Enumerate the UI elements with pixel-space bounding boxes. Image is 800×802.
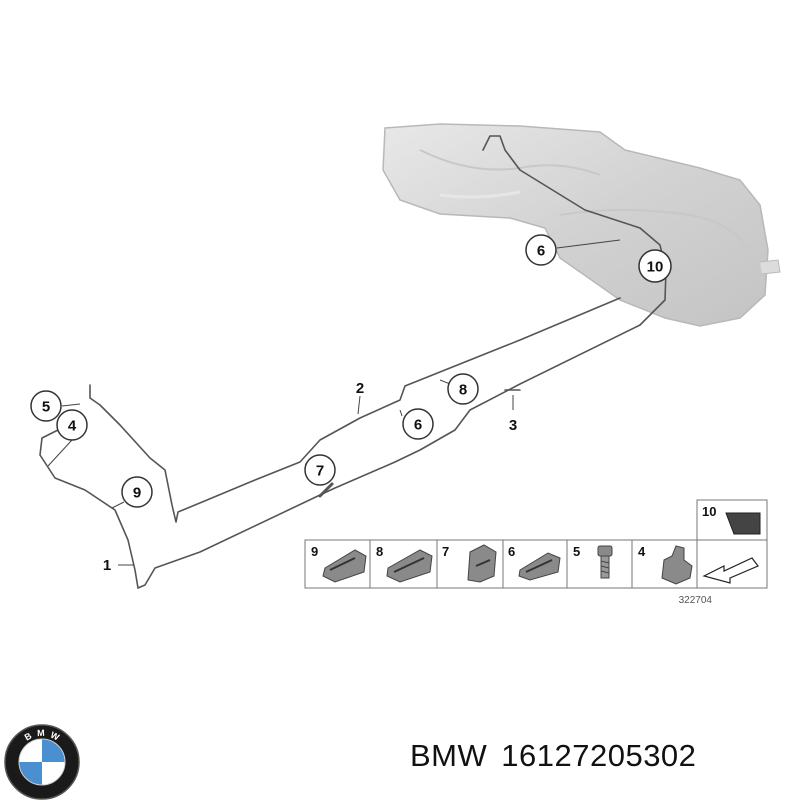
callout-7: 7 [304, 454, 336, 486]
parts-table-item-10: 10 [696, 499, 768, 589]
clip-icon [322, 549, 367, 583]
clip-icon [386, 549, 433, 583]
svg-text:6: 6 [414, 417, 422, 434]
svg-text:6: 6 [537, 243, 545, 260]
svg-text:9: 9 [311, 544, 318, 559]
brand-name: BMW [410, 738, 488, 773]
parts-table-item-4: 4 [638, 544, 693, 585]
svg-text:8: 8 [459, 382, 467, 399]
part-number: 16127205302 [501, 738, 697, 773]
callout-2: 2 [356, 380, 364, 397]
fuel-line-2 [89, 297, 621, 523]
callout-6-top: 6 [525, 234, 557, 266]
part-caption: BMW 16127205302 [410, 738, 710, 774]
parts-table-item-6: 6 [508, 544, 561, 581]
fuel-tank [382, 123, 781, 327]
callout-4: 4 [56, 409, 88, 441]
svg-text:2: 2 [356, 380, 364, 397]
arrow-icon [702, 557, 759, 584]
callout-8: 8 [447, 373, 479, 405]
pad-icon [725, 512, 761, 535]
svg-text:1: 1 [103, 557, 111, 574]
svg-text:5: 5 [573, 544, 580, 559]
svg-text:3: 3 [509, 417, 517, 434]
svg-text:10: 10 [702, 504, 716, 519]
reference-number: 322704 [679, 595, 713, 606]
bmw-logo-quadrants [19, 739, 65, 785]
leader-lines [47, 239, 666, 566]
svg-text:9: 9 [133, 485, 141, 502]
bolt-icon [597, 545, 613, 557]
svg-text:4: 4 [638, 544, 646, 559]
fuel-lines [39, 135, 667, 589]
callout-9: 9 [121, 476, 153, 508]
parts-table-item-7: 7 [442, 544, 497, 583]
parts-table-item-8: 8 [376, 544, 433, 583]
svg-text:5: 5 [42, 399, 50, 416]
callout-1: 1 [103, 557, 111, 574]
svg-text:7: 7 [442, 544, 449, 559]
fuel-line-1 [39, 429, 321, 589]
svg-text:10: 10 [647, 259, 664, 276]
clip-icon [661, 545, 693, 585]
parts-table: 10 9 8 7 6 5 [304, 499, 768, 606]
svg-text:7: 7 [316, 463, 324, 480]
svg-text:8: 8 [376, 544, 383, 559]
callout-5: 5 [30, 390, 62, 422]
parts-table-item-5: 5 [573, 544, 613, 579]
svg-text:6: 6 [508, 544, 515, 559]
callout-10-top: 10 [638, 249, 672, 283]
parts-table-item-9: 9 [311, 544, 367, 583]
callout-3: 3 [509, 417, 517, 434]
svg-text:4: 4 [68, 418, 77, 435]
tank-line [319, 135, 667, 496]
callout-6-mid: 6 [402, 408, 434, 440]
